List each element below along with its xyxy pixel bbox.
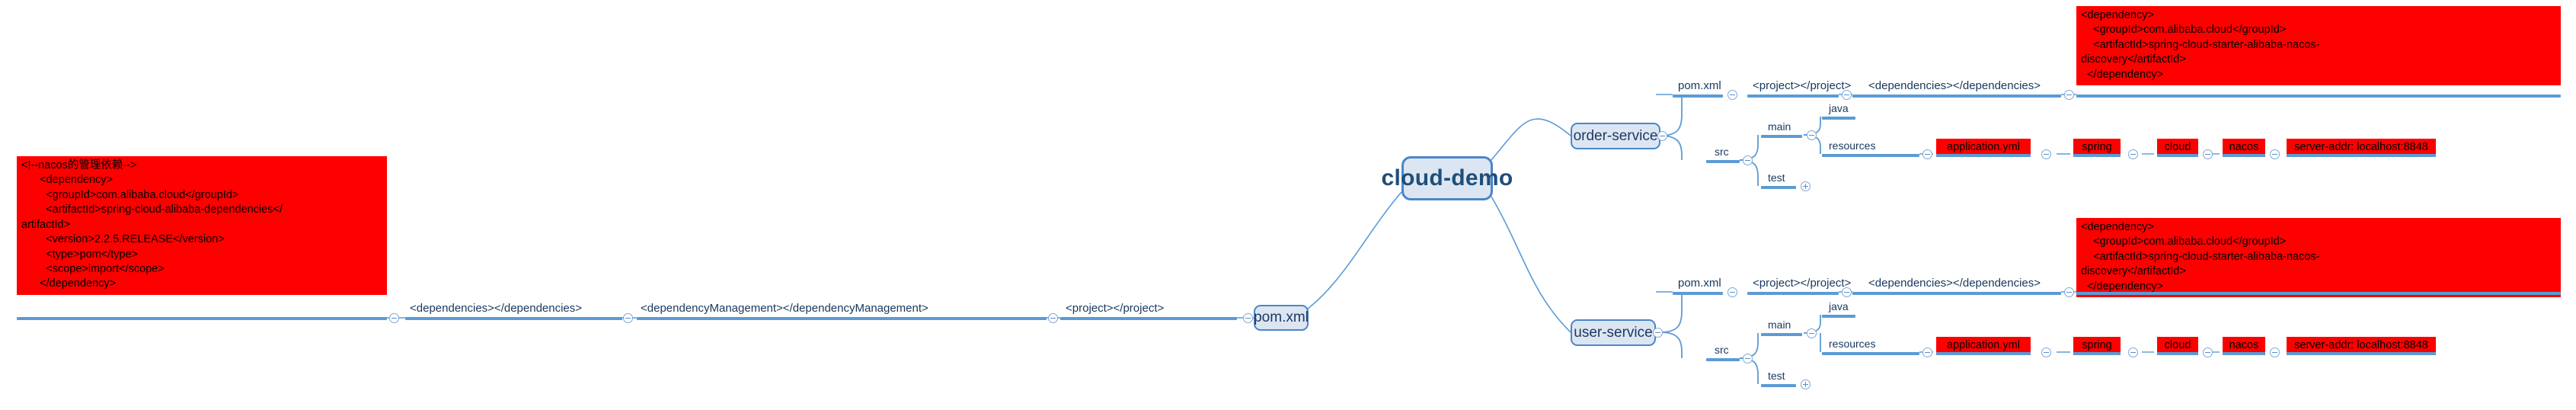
underline-user-service-resources: [1822, 352, 1919, 355]
collapse-toggle-user-service-project[interactable]: [1842, 287, 1852, 297]
collapse-toggle-pom-dependencies[interactable]: [389, 313, 399, 323]
central-node-cloud-demo[interactable]: cloud-demo: [1382, 156, 1513, 200]
underline-user-service-test: [1761, 384, 1796, 387]
underline-user-service-project: [1747, 292, 1839, 295]
user-service-main[interactable]: main: [1768, 318, 1791, 331]
collapse-toggle-pom-dependency-management[interactable]: [623, 313, 633, 323]
underline-user-yml-spring: [2073, 352, 2121, 355]
user-service-pom-dependencies[interactable]: <dependencies></dependencies>: [1868, 276, 2041, 290]
underline-order-service-project: [1747, 94, 1839, 98]
code-block-order-service-nacos-discovery[interactable]: <dependency> <groupId>com.alibaba.cloud<…: [2076, 6, 2561, 86]
collapse-toggle-user-service-main[interactable]: [1807, 328, 1817, 338]
node-order-service[interactable]: order-service: [1571, 123, 1660, 149]
collapse-toggle-order-service-resources[interactable]: [1922, 149, 1932, 159]
order-service-pom-xml[interactable]: pom.xml: [1678, 78, 1721, 92]
collapse-toggle-user-yml-cloud[interactable]: [2203, 348, 2213, 357]
underline-code-nacos-dependency-management: [17, 317, 387, 320]
collapse-toggle-user-service-resources[interactable]: [1922, 348, 1932, 357]
order-service-pom-dependencies[interactable]: <dependencies></dependencies>: [1868, 78, 2041, 92]
underline-order-yml-nacos: [2223, 154, 2265, 157]
collapse-toggle-user-yml-nacos[interactable]: [2270, 348, 2280, 357]
pom-chain-item-project[interactable]: <project></project>: [1066, 301, 1165, 315]
underline-user-yml-application: [1936, 352, 2031, 355]
order-service-test[interactable]: test: [1768, 171, 1785, 184]
underline-order-service-java: [1822, 117, 1855, 120]
underline-order-service-main: [1761, 135, 1802, 138]
code-block-user-service-nacos-discovery[interactable]: <dependency> <groupId>com.alibaba.cloud<…: [2076, 218, 2561, 298]
underline-order-service-dependencies: [1852, 94, 2061, 98]
user-service-resources[interactable]: resources: [1829, 337, 1876, 350]
collapse-toggle-order-service-main[interactable]: [1807, 130, 1817, 140]
user-service-src[interactable]: src: [1715, 343, 1729, 356]
underline-user-yml-nacos: [2223, 352, 2265, 355]
collapse-toggle-user-service[interactable]: [1653, 328, 1663, 338]
collapse-toggle-user-service-src[interactable]: [1743, 354, 1753, 364]
collapse-toggle-order-service-project[interactable]: [1842, 90, 1852, 100]
underline-order-yml-spring: [2073, 154, 2121, 157]
expand-toggle-user-service-test[interactable]: [1801, 380, 1811, 389]
underline-user-service-main: [1761, 333, 1802, 336]
node-pom-xml[interactable]: pom.xml: [1254, 305, 1309, 331]
underline-user-service-java: [1822, 315, 1855, 318]
order-service-pom-project[interactable]: <project></project>: [1753, 78, 1852, 92]
underline-user-yml-cloud: [2157, 352, 2198, 355]
user-service-pom-xml[interactable]: pom.xml: [1678, 276, 1721, 290]
user-service-java[interactable]: java: [1829, 299, 1849, 312]
underline-order-service-pom: [1673, 94, 1723, 98]
underline-order-service-resources: [1822, 154, 1919, 157]
collapse-toggle-pom-project[interactable]: [1048, 313, 1058, 323]
underline-pom-dependencies: [405, 317, 622, 320]
user-service-test[interactable]: test: [1768, 369, 1785, 382]
order-service-java[interactable]: java: [1829, 101, 1849, 114]
order-service-resources[interactable]: resources: [1829, 139, 1876, 152]
user-service-pom-project[interactable]: <project></project>: [1753, 276, 1852, 290]
collapse-toggle-order-yml-cloud[interactable]: [2203, 149, 2213, 159]
underline-user-yml-server-addr: [2287, 352, 2436, 355]
pom-chain-item-dependency-management[interactable]: <dependencyManagement></dependencyManage…: [641, 301, 928, 315]
underline-user-service-pom: [1673, 292, 1723, 295]
node-user-service[interactable]: user-service: [1571, 319, 1656, 346]
underline-order-service-code: [2076, 94, 2561, 98]
underline-order-yml-server-addr: [2287, 154, 2436, 157]
collapse-toggle-order-yml-nacos[interactable]: [2270, 149, 2280, 159]
collapse-toggle-user-yml-application[interactable]: [2041, 348, 2051, 357]
order-service-main[interactable]: main: [1768, 120, 1791, 133]
underline-order-service-src: [1706, 160, 1740, 163]
order-service-src[interactable]: src: [1715, 145, 1729, 158]
code-block-nacos-dependency-management[interactable]: <!--nacos的管理依赖--> <dependency> <groupId>…: [17, 156, 387, 295]
collapse-toggle-pom-xml[interactable]: [1243, 313, 1253, 323]
underline-user-service-dependencies: [1852, 292, 2061, 295]
collapse-toggle-user-yml-spring[interactable]: [2128, 348, 2138, 357]
expand-toggle-order-service-test[interactable]: [1801, 181, 1811, 191]
collapse-toggle-order-yml-application[interactable]: [2041, 149, 2051, 159]
collapse-toggle-order-service[interactable]: [1657, 131, 1667, 141]
collapse-toggle-order-service-src[interactable]: [1743, 155, 1753, 165]
underline-order-yml-cloud: [2157, 154, 2198, 157]
pom-chain-item-dependencies[interactable]: <dependencies></dependencies>: [410, 301, 583, 315]
collapse-toggle-user-service-dependencies[interactable]: [2064, 287, 2074, 297]
collapse-toggle-order-yml-spring[interactable]: [2128, 149, 2138, 159]
underline-order-service-test: [1761, 186, 1796, 189]
underline-user-service-code: [2076, 292, 2561, 295]
underline-order-yml-application: [1936, 154, 2031, 157]
underline-pom-dependency-management: [637, 317, 1047, 320]
underline-user-service-src: [1706, 358, 1740, 361]
collapse-toggle-order-service-pom[interactable]: [1727, 90, 1737, 100]
underline-pom-project: [1060, 317, 1237, 320]
collapse-toggle-user-service-pom[interactable]: [1727, 287, 1737, 297]
collapse-toggle-order-service-dependencies[interactable]: [2064, 90, 2074, 100]
